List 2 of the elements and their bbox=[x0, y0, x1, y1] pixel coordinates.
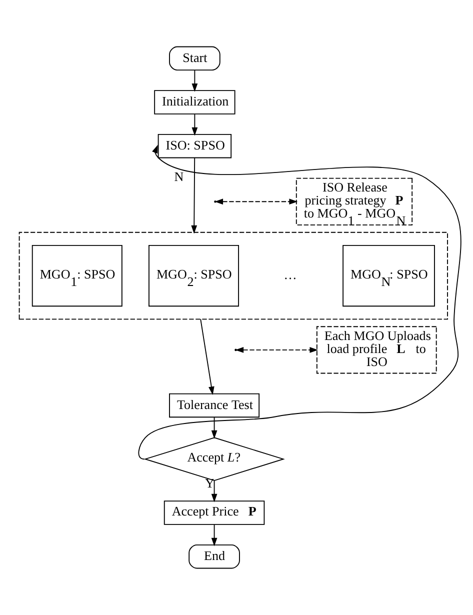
label: … bbox=[284, 267, 297, 282]
edge-label: N bbox=[174, 168, 184, 184]
